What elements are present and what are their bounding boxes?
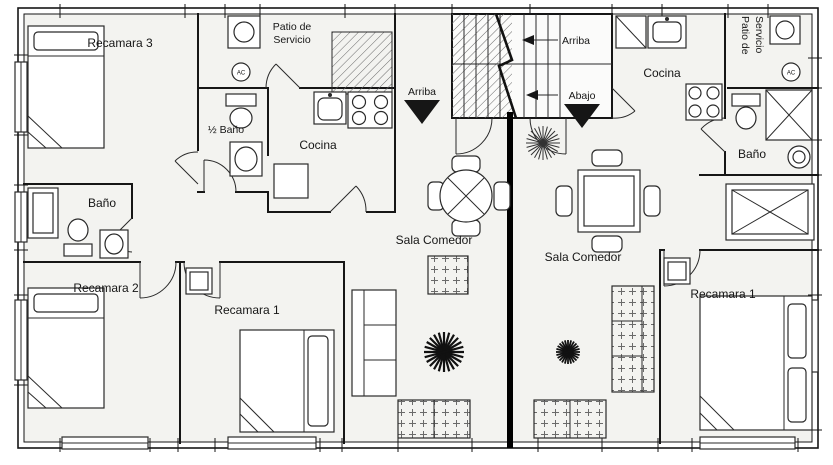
kitchen-table-left bbox=[273, 163, 309, 199]
nightstand-right bbox=[663, 257, 691, 285]
ceiling-fan-center bbox=[526, 126, 560, 160]
fridge-right bbox=[615, 15, 647, 49]
interior-walls-right bbox=[659, 13, 819, 444]
room-label-patio-right-2: Servicio bbox=[753, 16, 765, 54]
party-wall bbox=[507, 112, 513, 448]
patio-servicio-left-equipment: AC bbox=[227, 15, 393, 95]
ceiling-fan-right bbox=[556, 340, 580, 364]
outer-wall bbox=[14, 4, 822, 452]
stair-label-abajo: Abajo bbox=[569, 90, 596, 102]
sink-half-bath bbox=[229, 141, 263, 177]
stairwell: Arriba Abajo bbox=[451, 13, 613, 128]
room-label-sala-right: Sala Comedor bbox=[545, 250, 622, 264]
stove-right bbox=[685, 83, 723, 121]
room-label-medio-bano: ½ Baño bbox=[208, 124, 244, 136]
patio-stairs-hatch bbox=[331, 31, 393, 95]
ac-unit-left bbox=[231, 62, 251, 82]
interior-walls-left bbox=[23, 13, 396, 444]
sofa-left bbox=[351, 289, 397, 397]
bed-recamara-1-right bbox=[699, 295, 813, 431]
room-label-patio-right-1: Patio de bbox=[739, 16, 751, 55]
toilet-bano-left bbox=[63, 218, 93, 257]
sink-kitchen-right bbox=[647, 15, 687, 49]
room-label-recamara-1-right: Recamara 1 bbox=[690, 287, 756, 301]
sink-kitchen-left bbox=[313, 91, 347, 125]
shower-bano-right bbox=[765, 89, 813, 141]
ceiling-fan-left bbox=[424, 332, 464, 372]
room-label-bano-right: Baño bbox=[738, 147, 766, 161]
ac-left-label: AC bbox=[237, 71, 246, 77]
direction-arrow-down: Abajo bbox=[526, 90, 600, 128]
shower-bano-left bbox=[27, 187, 59, 239]
room-label-recamara-1-left: Recamara 1 bbox=[214, 303, 280, 317]
washer-right bbox=[769, 15, 801, 45]
stove-left bbox=[347, 91, 393, 129]
stair-label-arriba: Arriba bbox=[562, 35, 590, 47]
entry-label-arriba: Arriba bbox=[408, 86, 436, 98]
nightstand-left bbox=[185, 267, 213, 295]
loveseat-left bbox=[397, 399, 471, 439]
room-label-cocina-right: Cocina bbox=[643, 66, 681, 80]
room-label-recamara-2: Recamara 2 bbox=[73, 281, 139, 295]
coffee-table-left bbox=[427, 255, 469, 295]
stair-break-line bbox=[494, 13, 518, 119]
room-label-patio-left-2: Servicio bbox=[273, 34, 311, 46]
room-label-bano-left: Baño bbox=[88, 196, 116, 210]
ac-unit-right bbox=[781, 62, 801, 82]
closet-right bbox=[725, 183, 815, 241]
room-label-sala-left: Sala Comedor bbox=[396, 233, 473, 247]
entry-stairs-left: Arriba bbox=[404, 86, 440, 124]
room-label-recamara-3: Recamara 3 bbox=[87, 36, 153, 50]
loveseat-right bbox=[533, 399, 607, 439]
toilet-half-bath bbox=[225, 93, 257, 129]
stairs-down-symbol bbox=[564, 104, 600, 128]
bed-recamara-3 bbox=[27, 25, 105, 149]
direction-arrow-up: Arriba bbox=[522, 35, 590, 47]
room-label-patio-left-1: Patio de bbox=[273, 21, 312, 33]
stairs-up-symbol bbox=[404, 100, 440, 124]
dining-table-left bbox=[427, 155, 511, 237]
toilet-bano-right bbox=[731, 93, 761, 130]
bed-recamara-2 bbox=[27, 287, 105, 409]
sofa-right bbox=[611, 285, 655, 393]
room-label-cocina-left: Cocina bbox=[299, 138, 337, 152]
dining-table-right bbox=[555, 149, 661, 253]
sink-bano-right bbox=[787, 145, 811, 169]
ac-right-label: AC bbox=[787, 71, 796, 77]
bed-recamara-1-left bbox=[239, 329, 335, 433]
sink-bano-left bbox=[99, 229, 129, 259]
